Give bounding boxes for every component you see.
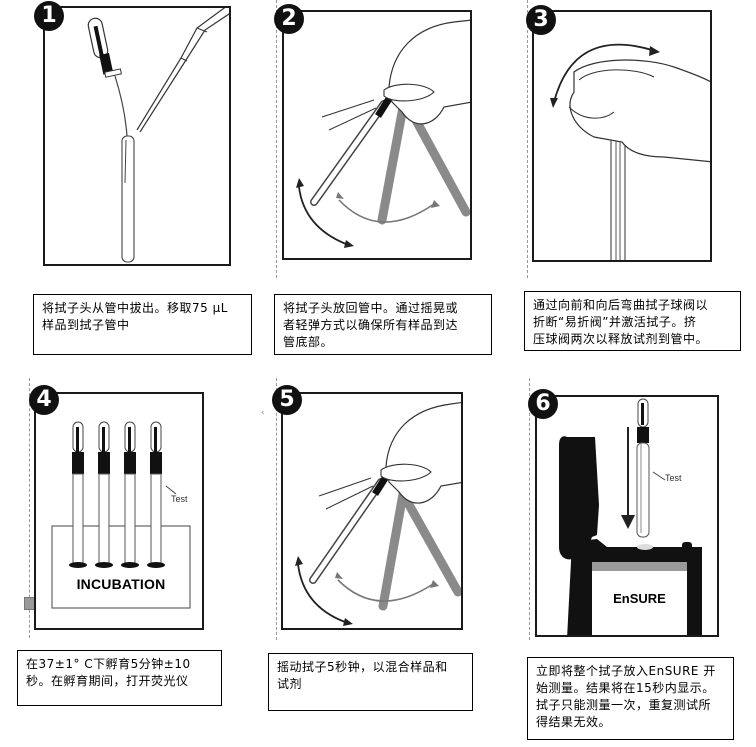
step-2-number-badge: 2 [274, 4, 304, 34]
step-5-illustration [281, 392, 463, 630]
swab-and-pipette-drawing [87, 8, 229, 263]
step-1-caption: 将拭子头从管中拔出。移取75 μL 样品到拭子管中 [33, 294, 252, 355]
bend-valve-drawing [550, 43, 710, 260]
incubation-drawing [51, 421, 191, 609]
step-2-illustration [282, 10, 472, 260]
step-5-caption: 摇动拭子5秒钟，以混合样品和 试剂 [268, 653, 473, 711]
test-label: Test [665, 473, 682, 483]
column-guide-3 [527, 0, 528, 278]
shake-swab-drawing [296, 19, 470, 248]
column-guide-2 [276, 0, 277, 278]
swab-2 [95, 421, 113, 568]
ensure-device-label: EnSURE [613, 591, 666, 606]
anchor-mark: ‹ [261, 408, 265, 418]
step-1-number-badge: 1 [34, 1, 64, 31]
swab-1 [69, 421, 87, 568]
step-2-caption: 将拭子头放回管中。通过摇晃或 者轻弹方式以确保所有样品到达 管底部。 [274, 294, 492, 355]
ensure-device-drawing [559, 398, 702, 635]
step-4-number-badge: 4 [29, 385, 59, 415]
step-6-caption: 立即将整个拭子放入EnSURE 开 始测量。结果将在15秒内显示。 拭子只能测量… [527, 657, 734, 740]
incubation-label: INCUBATION [76, 576, 166, 592]
step-3-caption: 通过向前和向后弯曲拭子球阀以 折断“易折阀”并激活拭子。挤 压球阀两次以释放试剂… [524, 291, 741, 351]
step-4-caption: 在37±1° C下孵育5分钟±10 秒。在孵育期间，打开荧光仪 [17, 650, 222, 706]
step-4-illustration: Test INCUBATION [34, 392, 204, 630]
step-1-illustration [43, 6, 231, 266]
test-label: Test [171, 494, 188, 504]
column-guide-4 [29, 378, 30, 638]
column-guide-6 [529, 378, 530, 640]
column-guide-5 [276, 378, 277, 640]
step-3-number-badge: 3 [526, 5, 556, 35]
swab-4 [147, 421, 165, 568]
step-6-illustration: Test EnSURE [535, 395, 719, 637]
step-5-number-badge: 5 [272, 385, 302, 415]
step-3-illustration [532, 10, 712, 262]
step-6-number-badge: 6 [528, 389, 558, 419]
mix-swab-drawing [295, 401, 461, 626]
swab-3 [121, 421, 139, 568]
